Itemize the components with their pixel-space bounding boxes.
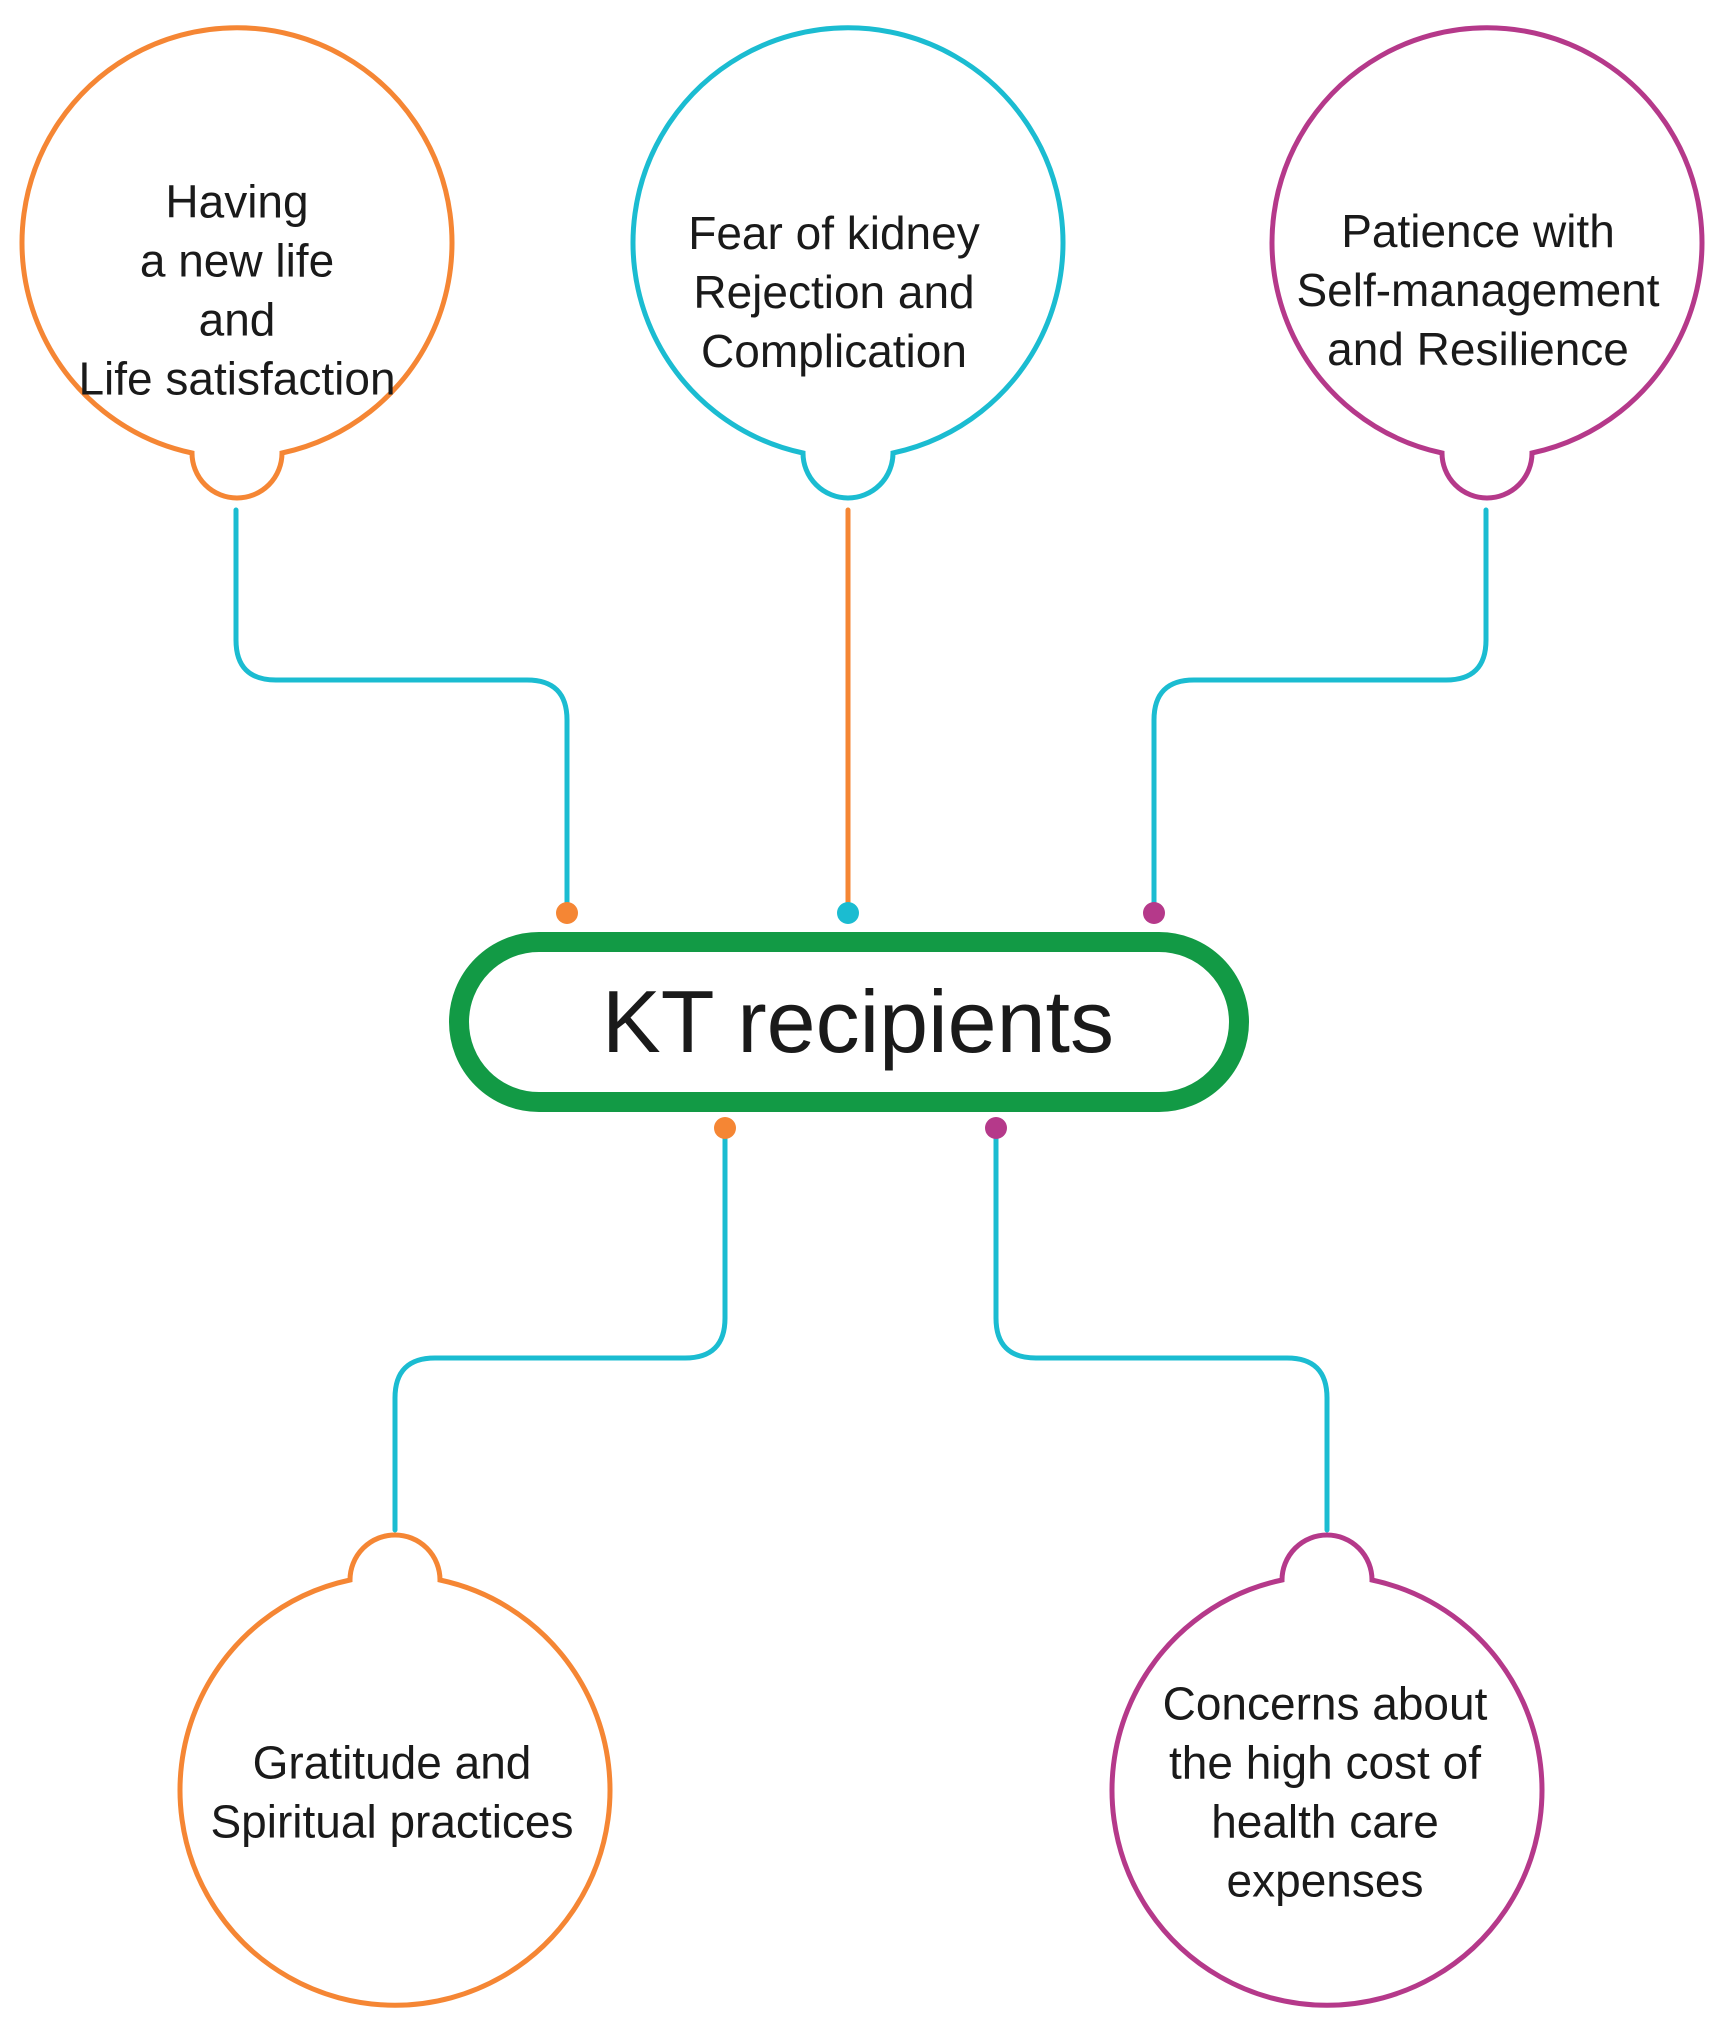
theme-label-line: and Resilience <box>1327 323 1629 375</box>
connector-patience <box>1151 507 1489 915</box>
theme-label-line: Rejection and <box>693 266 974 318</box>
theme-label-line: Gratitude and <box>253 1737 532 1789</box>
theme-label-line: Fear of kidney <box>688 207 979 259</box>
connector-cost-concerns <box>993 1125 1330 1533</box>
connector-dot-cost-concerns <box>985 1117 1007 1139</box>
theme-label-line: health care <box>1211 1796 1439 1848</box>
theme-label-cost-concerns: Concerns about the high cost of health car… <box>1163 1678 1488 1907</box>
theme-bubble-patience <box>1269 25 1705 501</box>
theme-label-line: and <box>199 294 276 346</box>
connector-gratitude <box>392 1125 728 1533</box>
theme-label-line: expenses <box>1227 1855 1424 1907</box>
connector-dot-gratitude <box>714 1117 736 1139</box>
theme-label-line: a new life <box>140 235 334 287</box>
connector-new-life <box>233 507 570 915</box>
theme-bubble-cost-concerns <box>1109 1532 1545 2008</box>
theme-bubble-fear-rejection <box>630 25 1066 501</box>
connector-dot-fear-rejection <box>837 902 859 924</box>
center-label: KT recipients <box>602 972 1114 1071</box>
theme-bubble-gratitude <box>177 1532 613 2008</box>
theme-label-line: Self-management <box>1296 264 1659 316</box>
theme-label-line: Life satisfaction <box>78 353 395 405</box>
theme-label-line: Complication <box>701 325 967 377</box>
theme-label-line: the high cost of <box>1169 1737 1481 1789</box>
center-pill <box>449 932 1249 1112</box>
theme-label-line: Concerns about <box>1163 1678 1488 1730</box>
center-node: KT recipients <box>449 932 1249 1112</box>
connector-dots <box>556 902 1165 1139</box>
connector-dot-patience <box>1143 902 1165 924</box>
theme-label-line: Spiritual practices <box>210 1796 573 1848</box>
theme-label-line: Having <box>165 176 308 228</box>
theme-bubble-new-life <box>19 25 455 501</box>
theme-node-cost-concerns: Concerns about the high cost of health car… <box>1109 1532 1545 2008</box>
theme-label-line: Patience with <box>1341 205 1615 257</box>
connector-dot-new-life <box>556 902 578 924</box>
connectors <box>233 507 1489 1533</box>
